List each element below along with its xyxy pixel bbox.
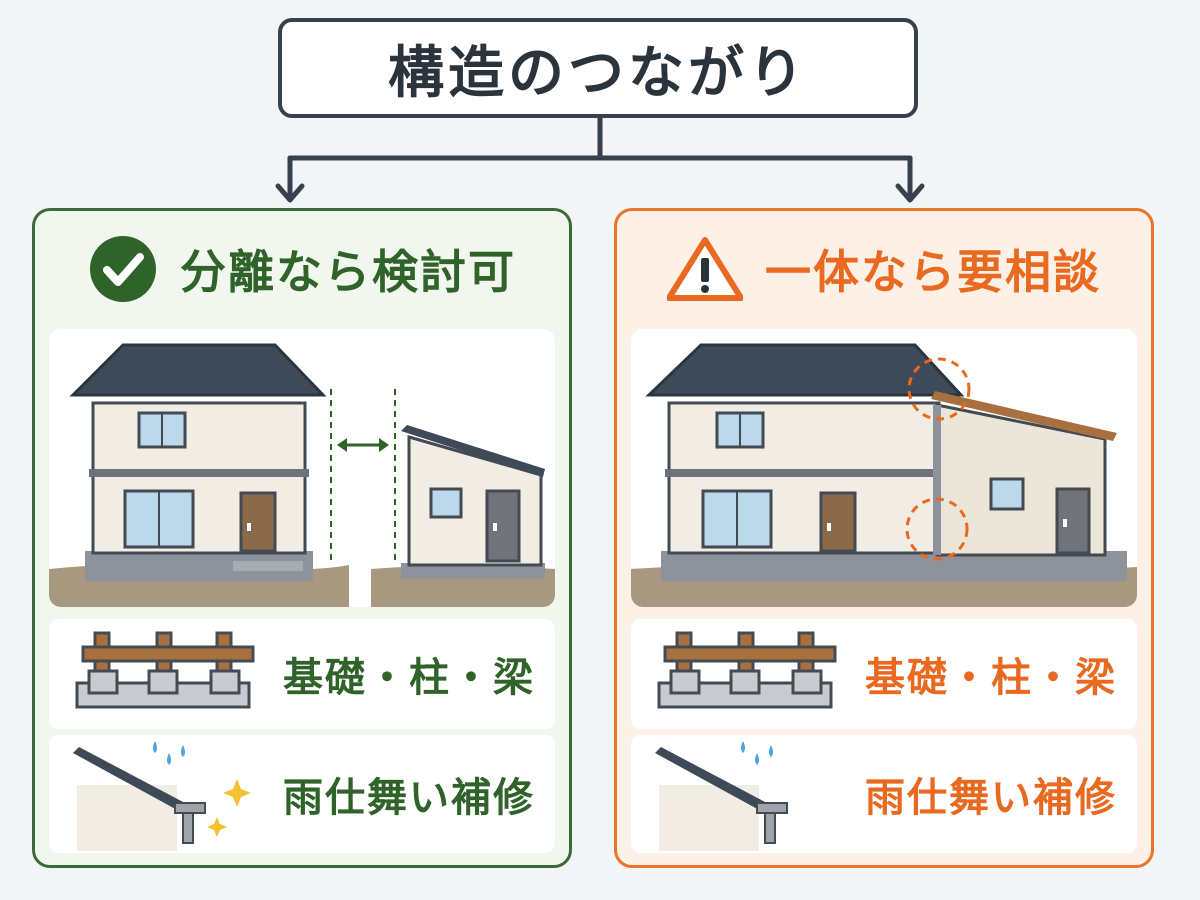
arrow-down-right-icon bbox=[895, 183, 925, 203]
sparkle-icon bbox=[207, 817, 227, 837]
separated-houses-illustration bbox=[49, 329, 555, 607]
separated-panel-header: 分離なら検討可 bbox=[35, 211, 569, 327]
waterproofing-row: 雨仕舞い補修 bbox=[49, 735, 555, 853]
attached-panel: 一体なら要相談 bbox=[614, 208, 1154, 868]
title-box: 構造のつながり bbox=[278, 18, 918, 118]
roof-gutter-rain-icon bbox=[73, 741, 251, 851]
sparkle-icon bbox=[223, 779, 251, 807]
roof-gutter-rain-icon bbox=[655, 741, 788, 851]
waterproofing-label: 雨仕舞い補修 bbox=[283, 775, 535, 821]
waterproofing-row: 雨仕舞い補修 bbox=[631, 735, 1137, 853]
attached-panel-title: 一体なら要相談 bbox=[765, 245, 1101, 299]
roof-joint-highlight-icon bbox=[907, 357, 971, 421]
main-house-icon bbox=[69, 343, 327, 581]
arrow-down-left-icon bbox=[275, 183, 305, 203]
attached-annex-icon bbox=[931, 391, 1117, 557]
waterproofing-label: 雨仕舞い補修 bbox=[865, 775, 1117, 821]
separated-panel-title: 分離なら検討可 bbox=[180, 245, 516, 299]
attached-houses-illustration bbox=[631, 329, 1137, 607]
separated-panel: 分離なら検討可 bbox=[32, 208, 572, 868]
structure-row: 基礎・柱・梁 bbox=[631, 619, 1137, 729]
annex-house-icon bbox=[401, 425, 545, 579]
structure-label: 基礎・柱・梁 bbox=[283, 655, 535, 701]
gap-arrow-icon bbox=[337, 438, 389, 452]
foundation-frame-icon bbox=[657, 631, 837, 709]
structure-label: 基礎・柱・梁 bbox=[865, 655, 1117, 701]
page-title: 構造のつながり bbox=[388, 40, 808, 106]
attached-panel-header: 一体なら要相談 bbox=[617, 211, 1151, 327]
wall-joint-highlight-icon bbox=[905, 497, 969, 561]
main-house-icon bbox=[645, 343, 965, 555]
warning-triangle-icon bbox=[667, 237, 743, 301]
checkmark-circle-icon bbox=[90, 236, 156, 302]
structure-row: 基礎・柱・梁 bbox=[49, 619, 555, 729]
branch-connector bbox=[275, 115, 925, 203]
foundation-frame-icon bbox=[75, 631, 255, 709]
